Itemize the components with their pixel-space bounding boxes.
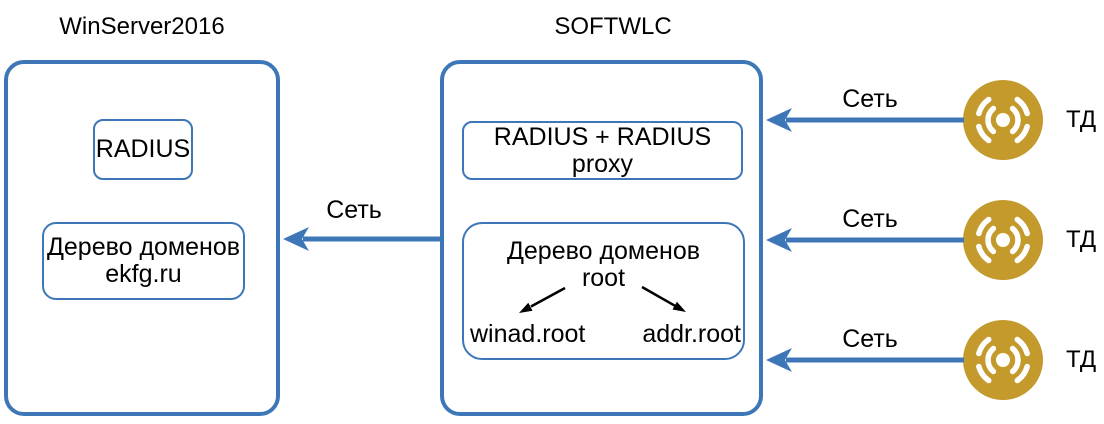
wireless-access-point-icon: [963, 200, 1043, 280]
softwlc-title: SOFTWLC: [554, 13, 672, 40]
softwlc-domain-tree-line2: root: [581, 264, 626, 292]
softwlc-domain-child-right: addr.root: [642, 320, 741, 348]
winserver-domain-tree-line1: Дерево доменов: [46, 233, 241, 261]
softwlc-radius-proxy-label: RADIUS + RADIUS proxy: [493, 122, 712, 178]
ap2-label: ТД: [1066, 226, 1097, 253]
winserver-domain-tree-line2: ekfg.ru: [105, 260, 182, 288]
softwlc-domain-tree-line1: Дерево доменов: [506, 237, 701, 265]
ap3-label: ТД: [1066, 346, 1097, 373]
winserver-domain-tree-box: Дерево доменов ekfg.ru: [42, 222, 245, 300]
softwlc-radius-proxy-box: RADIUS + RADIUS proxy: [462, 121, 743, 180]
winserver-radius-box: RADIUS: [93, 119, 193, 180]
winserver-radius-label: RADIUS: [95, 135, 191, 163]
ap3-link-net-label: Сеть: [842, 325, 898, 353]
wireless-access-point-icon: [963, 320, 1043, 400]
ap1-label: ТД: [1066, 106, 1097, 133]
ap2-link-net-label: Сеть: [842, 205, 898, 233]
server-link-net-label: Сеть: [326, 196, 382, 224]
winserver-title: WinServer2016: [59, 13, 225, 40]
ap1-link-net-label: Сеть: [842, 85, 898, 113]
server-link-arrow: [283, 227, 441, 251]
wireless-access-point-icon: [963, 80, 1043, 160]
softwlc-domain-tree-box: Дерево доменов root winad.root addr.root: [462, 222, 745, 360]
softwlc-domain-child-left: winad.root: [470, 320, 586, 348]
